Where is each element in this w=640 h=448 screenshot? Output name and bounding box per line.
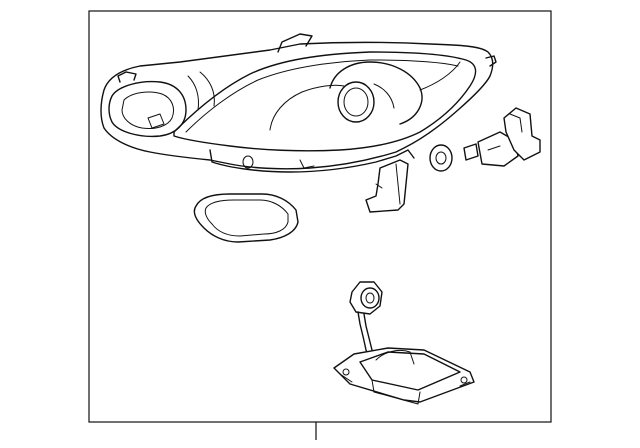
mounting-bracket <box>365 159 409 213</box>
ballast-wire-loop <box>375 349 415 365</box>
turn-signal-reflector <box>121 91 175 129</box>
lower-bezel <box>209 149 415 173</box>
side-marker <box>147 113 165 129</box>
lens-inner-outline <box>173 51 477 152</box>
turn-signal-pod <box>108 80 187 138</box>
lamp-housing-gasket <box>193 193 299 243</box>
bulb-socket <box>463 107 541 167</box>
o-ring-outer <box>429 144 453 172</box>
headlamp-assembly <box>100 33 497 173</box>
igniter-port-center <box>365 292 375 304</box>
igniter-connector <box>349 281 383 361</box>
reflector-curve <box>269 84 345 131</box>
socket-latch <box>509 113 523 133</box>
o-ring-inner <box>435 151 447 165</box>
bracket-body <box>365 159 409 213</box>
pod-divider <box>187 75 199 111</box>
socket-ridge <box>487 145 501 151</box>
bulb-tip <box>463 143 479 161</box>
ballast-mount-hole-right <box>460 376 468 384</box>
projector-housing <box>329 61 423 125</box>
igniter-port <box>360 287 380 309</box>
lens-inner-edge <box>185 59 459 133</box>
ballast-flange-right <box>459 381 471 387</box>
lamp-outer-shell <box>100 41 494 170</box>
hid-ballast-module <box>333 347 475 405</box>
right-tip-tab <box>485 55 497 67</box>
left-mounting-tab <box>117 71 137 83</box>
socket-connector <box>503 107 541 161</box>
bezel-clip <box>299 159 315 169</box>
high-beam-edge <box>419 61 461 91</box>
adjuster-screw <box>242 155 254 169</box>
gasket-inner <box>204 199 289 237</box>
socket-body <box>477 131 519 167</box>
projector-lens-inner <box>343 87 369 117</box>
bracket-fold <box>395 163 401 205</box>
harness-wire-b <box>363 313 377 361</box>
ballast-mount-hole-left <box>342 368 350 376</box>
o-ring-seal <box>429 144 453 172</box>
harness-wire-a <box>357 311 371 361</box>
top-mounting-tab <box>277 33 313 53</box>
projector-shroud-line <box>373 83 395 109</box>
ballast-flange-left <box>339 373 353 383</box>
gasket-outer <box>193 193 299 243</box>
ballast-front-face <box>371 379 421 405</box>
bracket-hole <box>375 183 383 189</box>
pod-divider-2 <box>199 71 215 107</box>
